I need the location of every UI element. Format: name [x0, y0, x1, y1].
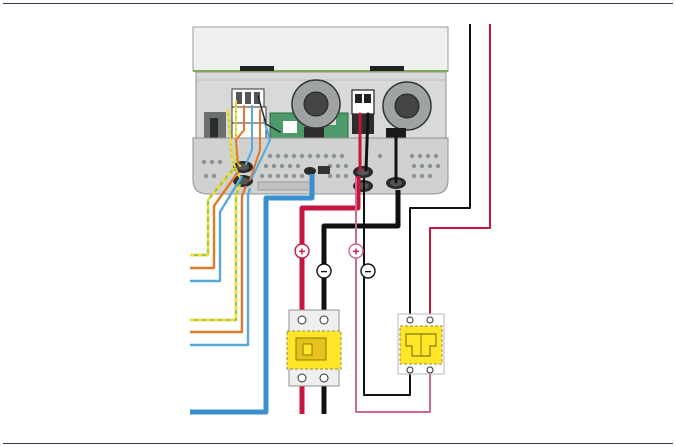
vent-grille	[201, 153, 441, 179]
inverter-housing-top	[192, 26, 449, 72]
dc-input-connector	[351, 89, 375, 134]
ac-terminal-block	[231, 88, 267, 142]
ac-cable-lower	[190, 183, 252, 347]
negative-marker-2: −	[360, 263, 376, 279]
dc-cables	[299, 24, 491, 414]
positive-symbol-2: +	[352, 245, 359, 259]
toroid-coil-right	[382, 81, 432, 131]
positive-symbol-1: +	[298, 245, 305, 259]
negative-symbol-1: −	[320, 265, 327, 279]
positive-marker-1: +	[294, 243, 310, 259]
pv-switch-disconnector	[286, 309, 342, 387]
ac-cable-upper	[190, 167, 244, 283]
positive-marker-2: +	[348, 243, 364, 259]
negative-marker-1: −	[316, 263, 332, 279]
communication-cable	[190, 174, 315, 415]
battery-switch-disconnector	[397, 313, 445, 375]
cable-gland-comm	[304, 167, 316, 175]
negative-symbol-2: −	[364, 265, 371, 279]
toroid-coil-left	[291, 79, 341, 129]
inverter-device	[192, 26, 449, 195]
